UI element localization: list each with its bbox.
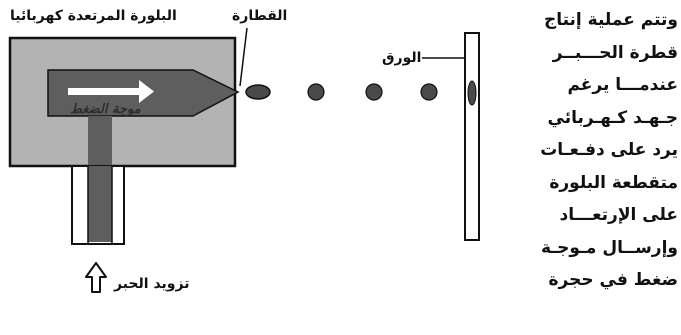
text-line: جـهـد كـهـربائي xyxy=(547,107,679,128)
arrow-up-icon xyxy=(85,262,107,293)
arrow-right-icon xyxy=(68,80,154,103)
text-line: وتتم عملية إنتاج xyxy=(543,10,678,30)
paper-sheet xyxy=(464,32,480,241)
droplet-leader-line xyxy=(239,27,248,87)
ink-supply-label: تزويد الحبر xyxy=(113,276,189,292)
crystal-label: البلورة المرتعدة كهربائيا xyxy=(10,8,177,24)
paper-ink-dot xyxy=(467,80,477,106)
text-line: وإرســال مـوجـة xyxy=(541,237,678,258)
text-line: على الإرتعـــاد xyxy=(559,205,678,225)
paper-label: الورق xyxy=(382,50,421,66)
nozzle-droplet xyxy=(245,84,271,100)
wave-label: موجة الضغط xyxy=(70,102,141,117)
droplet-label: القطارة xyxy=(232,8,287,24)
ink-droplets xyxy=(307,83,438,101)
text-line: يرد على دفـعـات xyxy=(540,140,678,160)
supply-tube xyxy=(71,165,125,245)
text-line: متقطعة البلورة xyxy=(549,172,678,193)
text-line: عندمـــا يرغم xyxy=(567,75,678,95)
text-line: ضغط في حجرة xyxy=(548,270,678,290)
explanation-text: وتتم عملية إنتاج قطرة الحـــبــر عندمـــ… xyxy=(508,4,678,297)
text-line: قطرة الحـــبــر xyxy=(552,42,678,63)
